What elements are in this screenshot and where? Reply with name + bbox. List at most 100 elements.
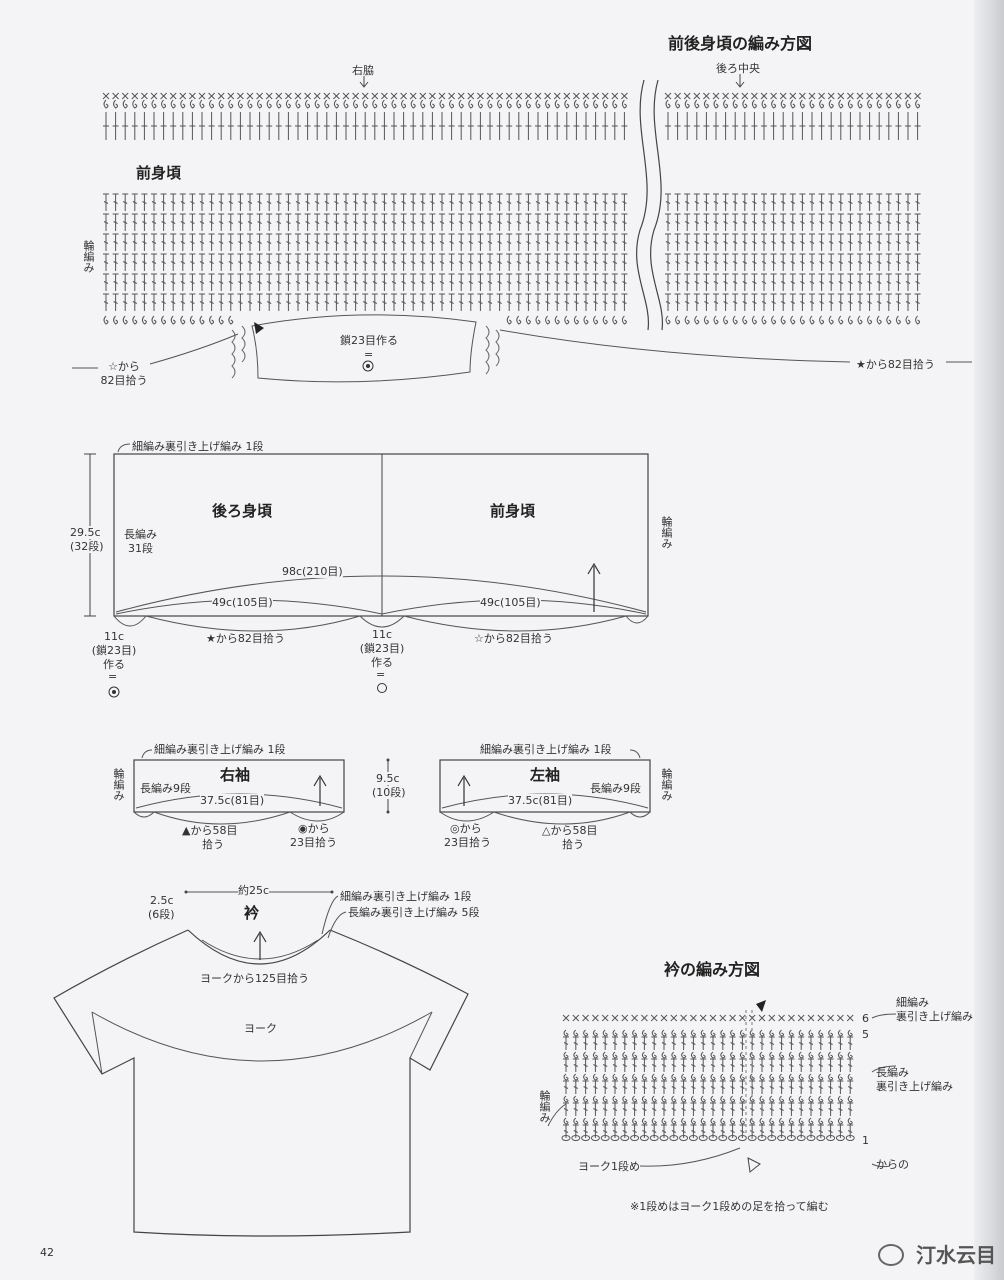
scallop-right <box>625 615 649 624</box>
collar-note-sc: 細編み <box>896 996 929 1009</box>
bullseye-mark-left <box>108 686 120 698</box>
right-sleeve-width: 37.5c(81目) <box>200 794 265 807</box>
chain-23-label: 鎖23目作る <box>340 334 398 347</box>
body-top-row-label: 細編み裏引き上げ編み 1段 <box>132 440 264 453</box>
page-edge-shadow <box>974 0 1004 1280</box>
left-sleeve-circ-pick-2: 23目拾う <box>444 836 491 849</box>
collar-stitch-chart <box>547 1000 897 1173</box>
body-half-width-right: 49c(105目) <box>480 596 541 609</box>
collar-note-dc: 長編み <box>876 1066 909 1079</box>
right-sleeve-circ-pick-2: 23目拾う <box>290 836 337 849</box>
page-number: 42 <box>40 1246 54 1259</box>
eq-mark-top: = <box>364 348 374 361</box>
watermark-text: 汀水云目 <box>916 1243 996 1267</box>
collar-label: 衿 <box>244 904 260 922</box>
sleeve-height-rows: (10段) <box>372 786 406 799</box>
collar-chart-title: 衿の編み方図 <box>664 960 761 979</box>
round-knit-label-left-sleeve: 輪編み <box>660 768 673 801</box>
chart-break-line-2 <box>650 79 664 331</box>
back-center-arrow <box>735 74 745 88</box>
raglan-right <box>409 1011 433 1059</box>
collar-width-approx: 約25c <box>238 884 270 897</box>
center-gap-cm: 11c <box>371 628 393 641</box>
center-eq-mark: = <box>376 668 386 681</box>
collar-join-line <box>745 1010 753 1140</box>
front-back-stitch-chart <box>72 74 972 383</box>
collar-height-rows: (6段) <box>148 908 175 921</box>
round-knit-label-top: 輪編み <box>82 240 95 273</box>
raglan-left <box>91 1011 103 1075</box>
right-sleeve-title: 右袖 <box>220 766 251 784</box>
body-dc-label: 長編み <box>124 528 157 541</box>
collar-end-label: からの <box>876 1158 909 1171</box>
circle-mark-center <box>377 683 387 693</box>
scallop-mid-right <box>403 615 627 632</box>
body-mid-pick-label: ★から82目拾う <box>206 632 285 645</box>
collar-row-note-2: 長編み裏引き上げ編み 5段 <box>348 906 480 919</box>
width-arc-total <box>115 575 647 613</box>
right-sleeve-top-label: 細編み裏引き上げ編み 1段 <box>154 743 286 756</box>
yoke-label: ヨーク <box>244 1022 277 1035</box>
left-sleeve-circ-pick: ◎から <box>450 822 482 835</box>
front-body-label: 前身頃 <box>490 502 536 520</box>
sleeve-height-cm: 9.5c <box>376 772 400 785</box>
scallop-center <box>359 615 405 628</box>
left-sleeve-top-label: 細編み裏引き上げ編み 1段 <box>480 743 612 756</box>
left-gap-chain: (鎖23目) <box>91 644 137 657</box>
right-sleeve-tri-pick: ▲から58目 <box>182 824 238 837</box>
chart-break-line <box>636 79 650 331</box>
top-row-leader <box>117 443 131 453</box>
left-sleeve-width: 37.5c(81目) <box>508 794 573 807</box>
left-gap-cm: 11c <box>103 630 125 643</box>
bullseye-mark-top <box>362 360 374 372</box>
from-black-star-label: ★から82目拾う <box>856 358 935 371</box>
collar-start-triangle <box>756 1000 766 1012</box>
body-half-width-left: 49c(105目) <box>212 596 273 609</box>
scallop-mid-left <box>145 615 361 632</box>
front-body-chart-label: 前身頃 <box>136 164 182 182</box>
collar-height-cm: 2.5c <box>150 894 174 907</box>
right-sleeve-circ-pick: ◉から <box>298 822 330 835</box>
left-sleeve-tri-pick-2: 拾う <box>562 838 584 851</box>
body-height-cm: 29.5c <box>70 526 101 539</box>
body-height-rows: (32段) <box>70 540 104 553</box>
collar-note-dc-back: 裏引き上げ編み <box>876 1080 953 1093</box>
collar-footnote: ※1段めはヨーク1段めの足を拾って編む <box>630 1200 829 1213</box>
yoke-pick-label: ヨークから125目拾う <box>200 972 309 985</box>
left-sleeve-tri-pick: △から58目 <box>542 824 598 837</box>
round-knit-label-right-sleeve: 輪編み <box>112 768 125 801</box>
sleeves-schematic <box>133 749 651 825</box>
black-star-leader <box>499 329 851 363</box>
right-side-arrow <box>359 76 369 88</box>
white-star-leader <box>149 333 239 365</box>
left-sleeve-panel <box>439 759 651 813</box>
round-knit-label-collar: 輪編み <box>538 1090 551 1123</box>
left-eq-mark: = <box>108 670 118 683</box>
collar-note-sc-back: 裏引き上げ編み <box>896 1010 973 1023</box>
left-gap-make: 作る <box>103 658 125 671</box>
body-total-width: 98c(210目) <box>282 565 343 578</box>
front-back-chart-title: 前後身頃の編み方図 <box>668 34 813 53</box>
yoke-row-1-label: ヨーク1段め <box>578 1160 640 1173</box>
right-sleeve-dc: 長編み9段 <box>140 782 191 795</box>
right-chain-squiggle <box>485 325 500 375</box>
scallop-left <box>113 615 147 627</box>
left-sleeve-title: 左袖 <box>530 766 561 784</box>
left-chain-squiggle <box>231 325 246 379</box>
body-panel <box>113 453 649 617</box>
back-center-label: 後ろ中央 <box>716 62 760 75</box>
neck-outer <box>187 929 331 965</box>
back-body-label: 後ろ身頃 <box>212 502 273 520</box>
collar-row-6: 6 <box>862 1012 869 1025</box>
pick-82-label: 82目拾う <box>100 374 148 387</box>
round-knit-label-body: 輪編み <box>660 516 673 549</box>
collar-row-5: 5 <box>862 1028 869 1041</box>
center-gap-chain: (鎖23目) <box>359 642 405 655</box>
center-gap-make: 作る <box>371 656 393 669</box>
left-sleeve-dc: 長編み9段 <box>590 782 641 795</box>
chain-loop <box>251 314 477 383</box>
right-sleeve-panel <box>133 759 345 813</box>
body-right-pick-label: ☆から82目拾う <box>474 632 553 645</box>
right-sleeve-tri-pick-2: 拾う <box>202 838 224 851</box>
garment-outline <box>53 929 469 1237</box>
